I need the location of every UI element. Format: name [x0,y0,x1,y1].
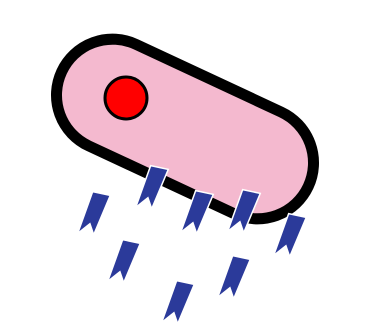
free-marker-icon [218,254,251,302]
attached-marker-icon [78,190,111,238]
free-marker-icon [108,238,141,286]
free-marker-icon [162,279,195,327]
free-marker-group [108,238,251,327]
red-dot-icon [105,77,147,119]
bacterium-capsule-icon [38,21,332,237]
bacterium-cell [38,21,332,237]
